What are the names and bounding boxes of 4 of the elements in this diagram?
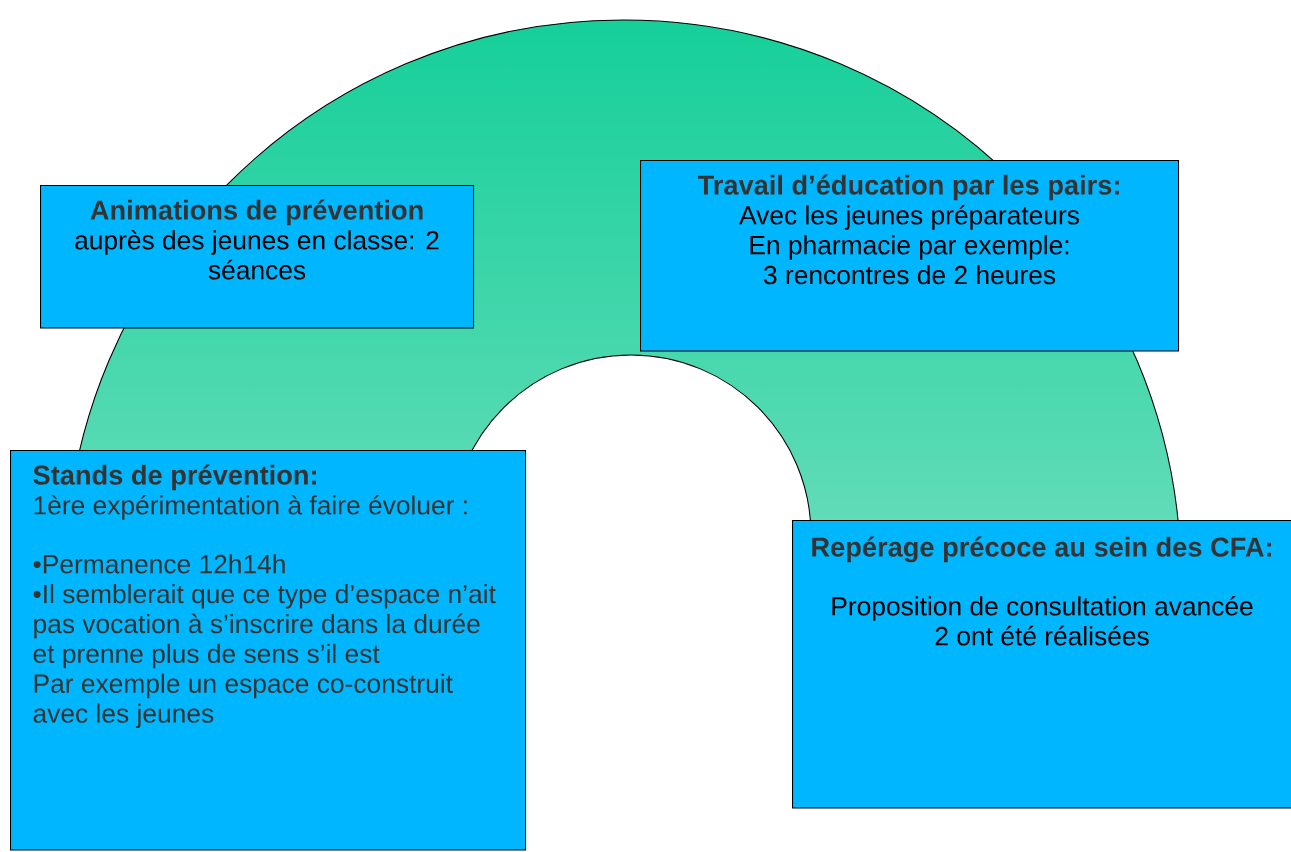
text-box: Repérage précoce au sein des CFA: Proposition de consultation avancée 2 ont été réalisées	[792, 520, 1291, 809]
text-box: Stands de prévention: 1ère expérimentation à faire évoluer : •Permanence 12h14h •Il semblerait que ce type d’espace n’ait pas vocation à s’inscrire dans la durée et prenne plus de sens s’il est Par exemple un espace co-construit avec les jeunes	[10, 450, 527, 851]
text-box: Travail d’éducation par les pairs: Avec les jeunes préparateurs En pharmacie par exemple: 3 rencontres de 2 heures	[640, 160, 1180, 352]
text-box: Animations de prévention auprès des jeunes en classe: 2 séances	[40, 185, 475, 329]
